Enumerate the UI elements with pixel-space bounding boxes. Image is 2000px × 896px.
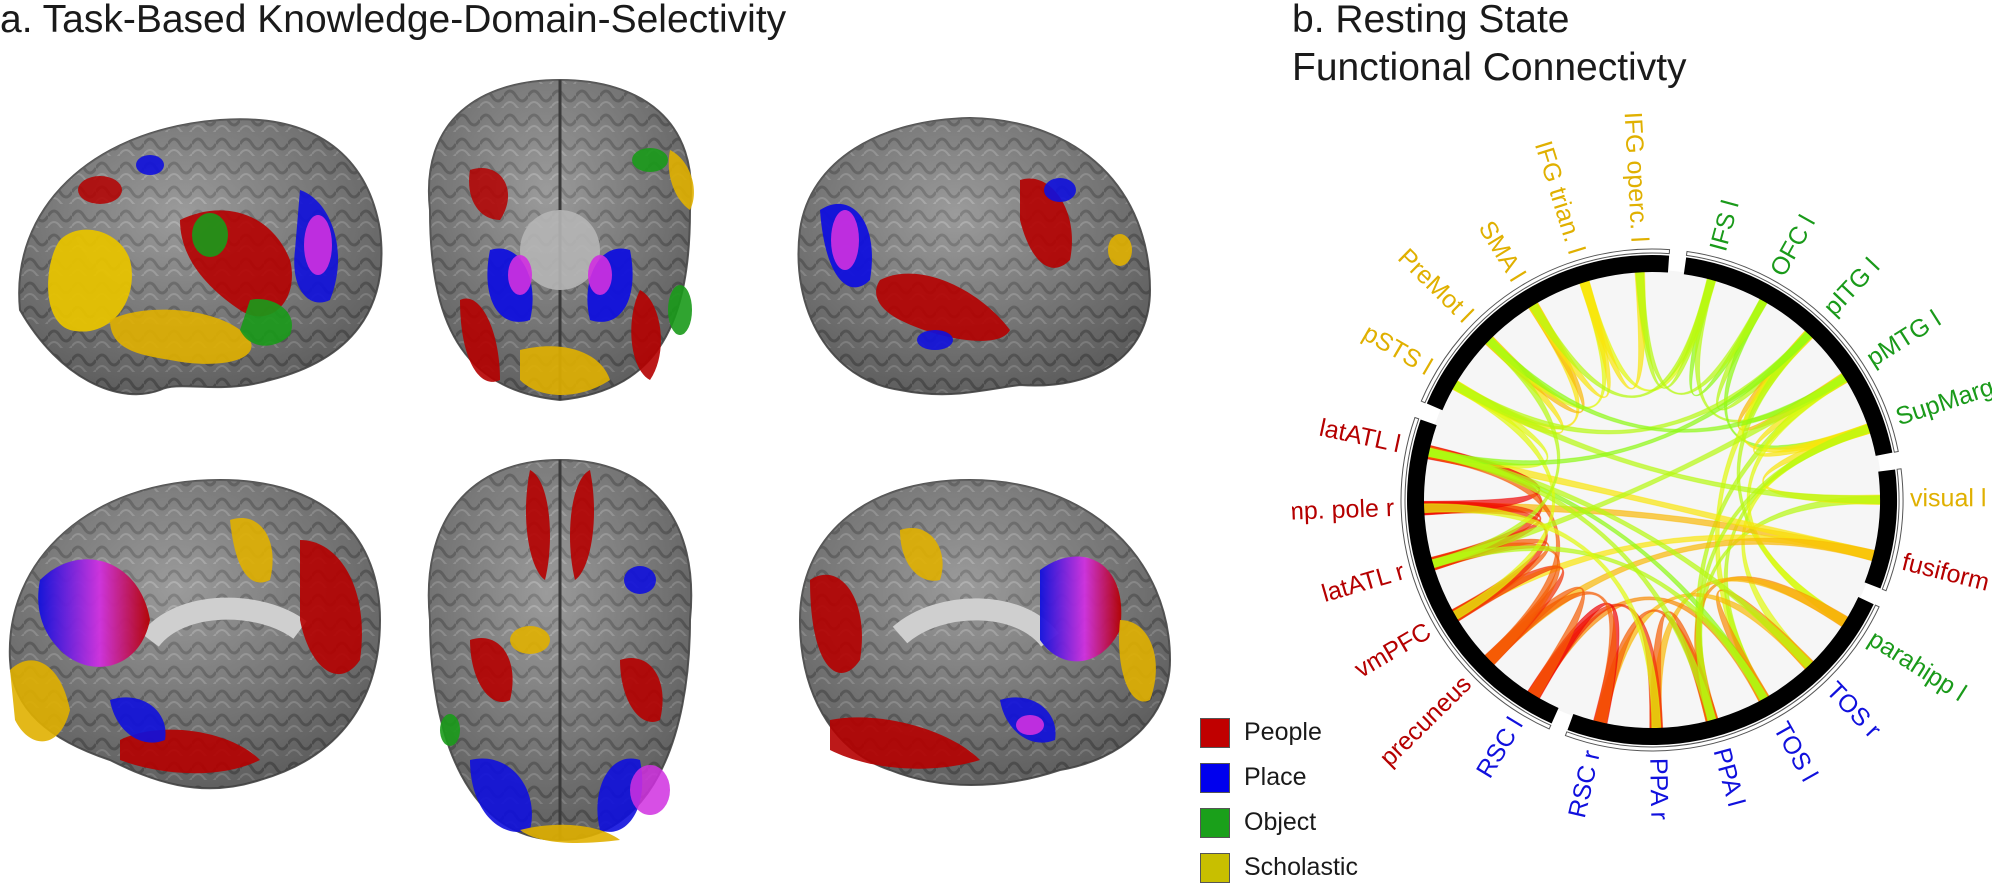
- panel-b-title-line2: Functional Connectivty: [1292, 46, 1687, 89]
- chord-group-arc: [1567, 597, 1874, 745]
- chord-link: [1529, 278, 1716, 398]
- chord-group-bracket: [1881, 468, 1904, 592]
- brain-ventral: [427, 78, 694, 402]
- chord-link: [1635, 271, 1768, 395]
- chord-group-arc: [1426, 255, 1670, 411]
- chord-node-label: IFS l: [1704, 197, 1744, 254]
- brain-dorsal: [427, 458, 693, 843]
- chord-node-label: fusiform r: [1899, 548, 1992, 601]
- legend-swatch-people: [1200, 717, 1230, 748]
- chord-node-label: precuneus: [1374, 670, 1477, 772]
- legend-label: Object: [1244, 808, 1317, 836]
- chord-node-label: vmPFC: [1350, 617, 1436, 683]
- legend-swatch-place: [1200, 762, 1230, 793]
- chord-node-label: RSC r: [1563, 748, 1606, 821]
- chord-node-label: latATL l: [1317, 414, 1403, 459]
- legend-item-place: Place: [1200, 755, 1358, 800]
- legend-label: Scholastic: [1244, 853, 1358, 881]
- chord-arcs: [1400, 248, 1904, 752]
- brain-medial-left: [8, 478, 382, 790]
- legend-label: Place: [1244, 763, 1307, 791]
- chord-node-label: PreMot l: [1392, 243, 1478, 328]
- legend-item-people: People: [1200, 710, 1358, 755]
- chord-link: [1423, 503, 1662, 729]
- chord-node-label: PPA r: [1644, 758, 1673, 821]
- legend-swatch-scholastic: [1200, 852, 1230, 883]
- chord-node-label: IFG trian. l: [1529, 138, 1590, 258]
- chord-group-bracket: [1564, 604, 1880, 752]
- chord-node-label: latATL r: [1319, 557, 1408, 608]
- chord-node-label: pSTS l: [1358, 319, 1437, 381]
- chord-links: [1423, 271, 1881, 729]
- legend-item-scholastic: Scholastic: [1200, 845, 1358, 890]
- legend-item-object: Object: [1200, 800, 1358, 845]
- chord-node-label: visual l: [1910, 484, 1986, 512]
- chord-node-label: parahipp l: [1863, 625, 1971, 707]
- legend: People Place Object Scholastic: [1200, 710, 1358, 890]
- chord-group-bracket: [1685, 250, 1899, 453]
- chord-node-label: pMTG l: [1862, 305, 1946, 373]
- legend-label: People: [1244, 718, 1322, 746]
- chord-node-label: SupMargG l: [1892, 363, 1992, 431]
- brain-medial-right: [798, 478, 1172, 786]
- panel-b-title-line1: b. Resting State: [1292, 0, 1570, 41]
- panel-a-title: a. Task-Based Knowledge-Domain-Selectivi…: [0, 0, 787, 41]
- chord-node-label: OFC l: [1765, 210, 1821, 281]
- legend-swatch-object: [1200, 807, 1230, 838]
- chord-node-label: temp. pole r: [1292, 494, 1395, 527]
- chord-group-arc: [1683, 257, 1893, 456]
- brain-lateral-left: [18, 118, 383, 396]
- chord-node-label: IFG operc. l: [1619, 111, 1654, 243]
- chord-node-label: PPA l: [1708, 745, 1751, 810]
- brain-lateral-right: [797, 116, 1152, 396]
- chord-group-bracket: [1420, 248, 1671, 404]
- chord-group-bracket: [1400, 416, 1552, 730]
- chord-node-label: TOS r: [1821, 676, 1887, 743]
- chord-node-label: RSC l: [1471, 713, 1529, 783]
- chord-node-label: TOS l: [1768, 717, 1824, 786]
- chord-group-arc: [1407, 419, 1559, 724]
- brain-views: [8, 78, 1172, 843]
- chord-group-arc: [1864, 469, 1897, 589]
- chord-node-label: SMA l: [1473, 216, 1531, 286]
- chord-node-label: pITG l: [1818, 253, 1885, 322]
